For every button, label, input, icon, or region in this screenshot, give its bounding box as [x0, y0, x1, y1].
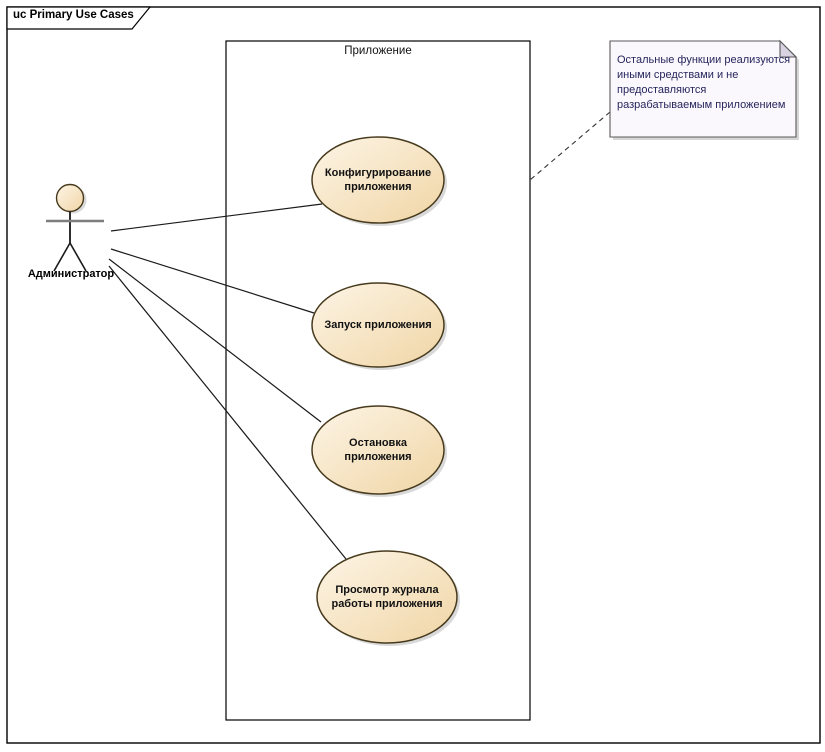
- association-actor-usecase3: [108, 258, 322, 423]
- usecase1-ellipse: [311, 136, 445, 224]
- usecase2-label: Запуск приложения: [324, 319, 432, 331]
- note-text-line: Остальные функции реализуются: [617, 54, 791, 66]
- usecase4-ellipse: [316, 550, 458, 644]
- actor-label: Администратор: [27, 268, 115, 280]
- usecase3-label: Остановка приложения: [344, 437, 412, 463]
- association-lines: [108, 203, 347, 560]
- note-text-line: разрабатываемым приложением: [617, 99, 786, 111]
- note-shape: [609, 39, 799, 140]
- note-text-line: предоставляются: [617, 84, 707, 96]
- usecase1-label: Конфигурирование приложения: [324, 167, 432, 193]
- frame-tab: [6, 6, 152, 30]
- note-body: [609, 40, 797, 138]
- note-text-line: иными средствами и не: [617, 69, 739, 81]
- usecase2-ellipse: [311, 282, 445, 368]
- system-boundary-label: Приложение: [344, 45, 412, 57]
- note-fold-corner: [779, 39, 798, 58]
- actor-head: [55, 183, 85, 213]
- note-anchor-line: [529, 111, 611, 181]
- association-actor-usecase2: [110, 248, 315, 314]
- association-actor-usecase4: [108, 265, 347, 560]
- uml-frame: [6, 6, 821, 744]
- actor-leg-right: [69, 242, 87, 272]
- association-actor-usecase1: [110, 203, 323, 232]
- actor-leg-left: [53, 242, 71, 272]
- frame-title: uc Primary Use Cases: [13, 9, 134, 21]
- use-case-shapes: [311, 136, 460, 646]
- note-text: Остальные функции реализуются иными сред…: [617, 53, 793, 113]
- usecase4-label: Просмотр журнала работы приложения: [331, 584, 443, 610]
- actor-figure: [46, 183, 104, 272]
- usecase3-ellipse: [311, 405, 445, 495]
